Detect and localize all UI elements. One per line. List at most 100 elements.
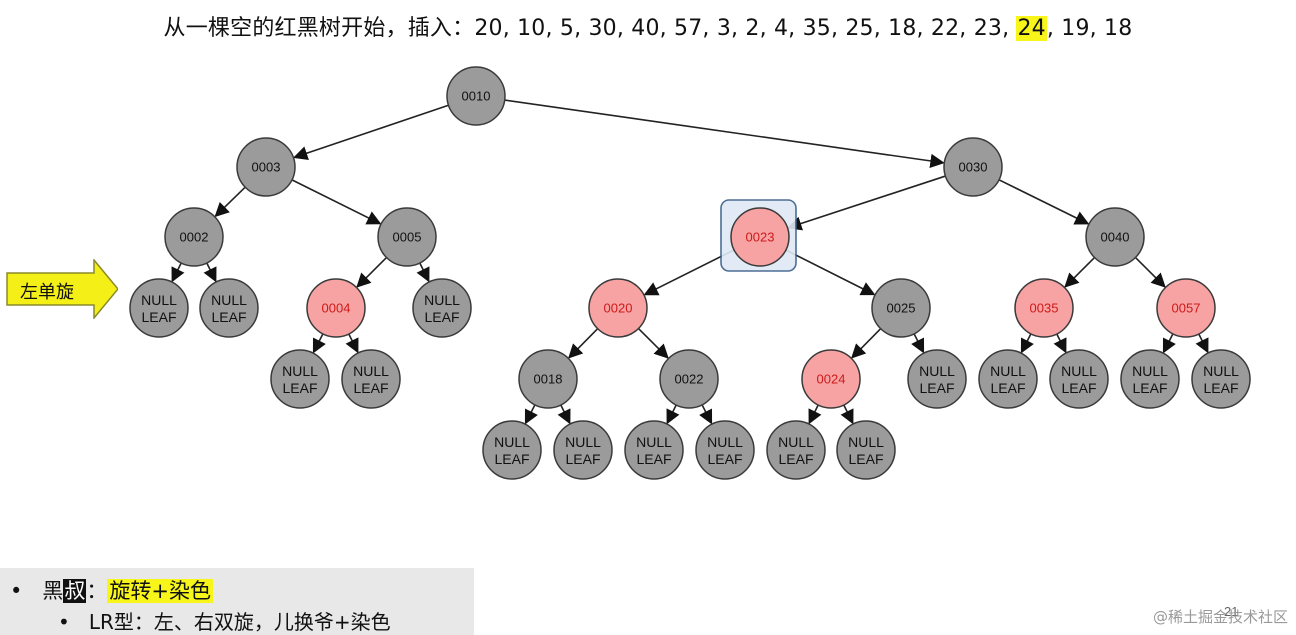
- tree-node-0035: 0035: [1014, 278, 1074, 338]
- node-circle: [943, 137, 1003, 197]
- node-circle: [482, 420, 542, 480]
- node-circle: [1156, 278, 1216, 338]
- null-label-line1: NULL: [707, 434, 743, 450]
- null-label-line1: NULL: [990, 363, 1026, 379]
- node-label: 0035: [1030, 300, 1059, 315]
- tree-edge: [666, 404, 680, 425]
- tree-node-0024: 0024: [801, 349, 861, 409]
- tree-edge: [840, 404, 854, 425]
- tree-edge: [1053, 333, 1067, 354]
- null-label-line2: LEAF: [565, 451, 600, 467]
- node-circle: [1191, 349, 1251, 409]
- tree-edge: [911, 333, 925, 354]
- null-label-line2: LEAF: [282, 380, 317, 396]
- tree-edge: [345, 333, 359, 354]
- node-label: 0023: [746, 229, 775, 244]
- bullet: •: [58, 610, 70, 634]
- node-circle: [270, 349, 330, 409]
- null-label-line1: NULL: [565, 434, 601, 450]
- null-label-line1: NULL: [211, 292, 247, 308]
- tree-edge: [637, 327, 669, 359]
- tree-edge: [416, 262, 430, 283]
- node-label: 0004: [322, 300, 351, 315]
- null-label-line2: LEAF: [211, 309, 246, 325]
- node-circle: [695, 420, 755, 480]
- tree-edge: [998, 179, 1090, 225]
- tree-edge: [699, 404, 713, 425]
- tree-edge: [851, 328, 882, 359]
- node-label: 0005: [393, 229, 422, 244]
- node-label: 0040: [1101, 229, 1130, 244]
- node-label: 0020: [604, 300, 633, 315]
- node-circle: [907, 349, 967, 409]
- tree-edge: [356, 256, 388, 288]
- tree-node-0020: 0020: [588, 278, 648, 338]
- null-label-line1: NULL: [778, 434, 814, 450]
- null-label-line2: LEAF: [848, 451, 883, 467]
- edges-layer: [171, 99, 1209, 425]
- tree-node-0040: 0040: [1085, 207, 1145, 267]
- node-circle: [1120, 349, 1180, 409]
- tree-node-0004: 0004: [306, 278, 366, 338]
- node-label: 0018: [534, 371, 563, 386]
- node-circle: [978, 349, 1038, 409]
- tree-edge: [293, 104, 449, 161]
- null-label-line1: NULL: [1132, 363, 1168, 379]
- node-label: 0002: [180, 229, 209, 244]
- null-label-line1: NULL: [353, 363, 389, 379]
- tree-edge: [1195, 333, 1209, 354]
- node-circle: [730, 207, 790, 267]
- null-label-line2: LEAF: [636, 451, 671, 467]
- null-label-line1: NULL: [848, 434, 884, 450]
- node-label: 0025: [887, 300, 916, 315]
- node-circle: [129, 278, 189, 338]
- tree-node-0030: 0030: [943, 137, 1003, 197]
- null-label-line2: LEAF: [424, 309, 459, 325]
- node-circle: [199, 278, 259, 338]
- tree-edge: [524, 404, 538, 425]
- tree-edge: [312, 333, 326, 354]
- node-circle: [377, 207, 437, 267]
- null-label-line2: LEAF: [1203, 380, 1238, 396]
- null-label-line1: NULL: [1061, 363, 1097, 379]
- tree-edge: [1020, 333, 1034, 354]
- note1-colon: ：: [86, 579, 108, 603]
- null-label-line2: LEAF: [707, 451, 742, 467]
- node-circle: [871, 278, 931, 338]
- node-circle: [164, 207, 224, 267]
- note1-highlight: 旋转+染色: [107, 579, 214, 603]
- tree-edge: [291, 179, 382, 225]
- node-circle: [766, 420, 826, 480]
- node-circle: [306, 278, 366, 338]
- node-circle: [553, 420, 613, 480]
- node-label: 0022: [675, 371, 704, 386]
- tree-node-0025: 0025: [871, 278, 931, 338]
- node-circle: [624, 420, 684, 480]
- tree-node-0023: 0023: [730, 207, 790, 267]
- tree-node-0002: 0002: [164, 207, 224, 267]
- tree-node-0022: 0022: [659, 349, 719, 409]
- node-circle: [446, 66, 506, 126]
- node-circle: [412, 278, 472, 338]
- null-label-line2: LEAF: [919, 380, 954, 396]
- node-circle: [836, 420, 896, 480]
- null-label-line2: LEAF: [778, 451, 813, 467]
- tree-node-0003: 0003: [236, 137, 296, 197]
- null-label-line2: LEAF: [141, 309, 176, 325]
- node-circle: [1049, 349, 1109, 409]
- tree-edge: [787, 175, 946, 231]
- null-label-line2: LEAF: [353, 380, 388, 396]
- arrow-shape-icon: [6, 259, 118, 319]
- node-circle: [659, 349, 719, 409]
